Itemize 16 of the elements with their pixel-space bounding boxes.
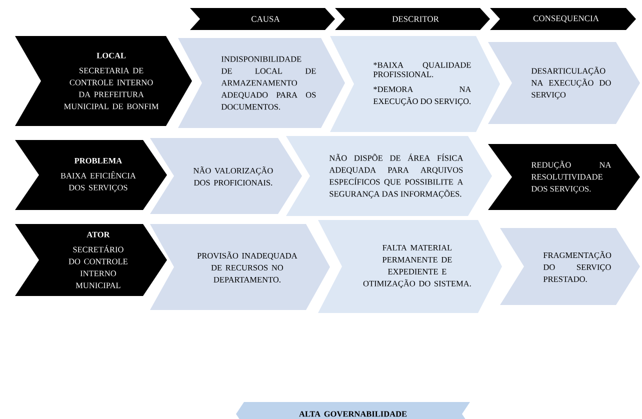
row-header-box: REDUÇÃO NA RESOLUTIVIDADE DOS SERVIÇOS. <box>488 144 640 210</box>
step-box: FRAGMENTAÇÃO DO SERVIÇO PRESTADO. <box>500 228 640 305</box>
column-header: DESCRITOR <box>335 8 490 30</box>
step-box: *BAIXA QUALIDADE PROFISSIONAL. *DEMORA NA EXECUÇÃO DO SERVIÇO. <box>330 36 500 132</box>
step-box: INDISPONIBILIDADE DE LOCAL DE ARMAZENAMENTO ADEQUADO PARA OS DOCUMENTOS. <box>178 38 345 128</box>
column-header: CAUSA <box>190 8 335 30</box>
row-header-box: LOCAL SECRETARIA DE CONTROLE INTERNO DA PREFEITURA MUNICIPAL DE BONFIM <box>15 36 192 126</box>
column-header: CONSEQUENCIA <box>490 8 636 30</box>
step-box: FALTA MATERIAL PERMANENTE DE EXPEDIENTE E OTIMIZAÇÃO DO SISTEMA. <box>318 220 502 313</box>
banner: ALTA GOVERNABILIDADE <box>236 402 470 419</box>
row-header-box: ATOR SECRETÁRIO DO CONTROLE INTERNO MUNICIPAL <box>15 224 167 296</box>
step-box: NÃO DISPÕE DE ÁREA FÍSICA ADEQUADA PARA ARQUIVOS ESPECÍFICOS QUE POSSIBILITE A SEGURANÇA DAS INFORMAÇÕES. <box>286 136 492 216</box>
row-header-box: PROBLEMA BAIXA EFICIÊNCIA DOS SERVIÇOS <box>15 140 167 210</box>
step-box: NÃO VALORIZAÇÃO DOS PROFICIONAIS. <box>150 138 302 214</box>
step-box: PROVISÃO INADEQUADA DE RECURSOS NO DEPARTAMENTO. <box>150 224 330 310</box>
step-box: DESARTICULAÇÃO NA EXECUÇÃO DO SERVIÇO <box>488 42 640 124</box>
